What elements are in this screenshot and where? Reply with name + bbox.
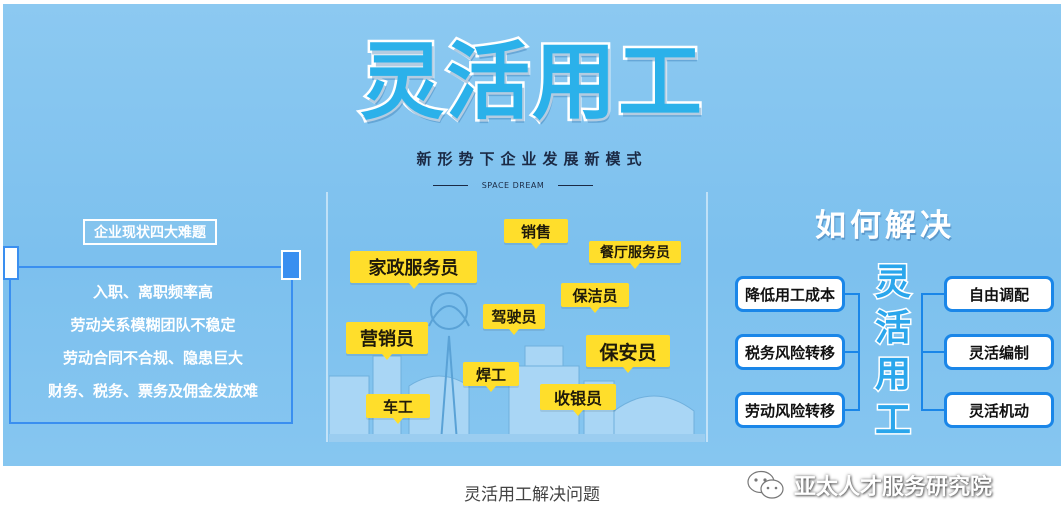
subtitle: 新形势下企业发展新模式	[416, 150, 648, 168]
center-title-char: 用	[873, 353, 912, 397]
job-tag-security: 保安员	[586, 335, 670, 373]
connector	[845, 351, 859, 353]
job-tag-lathe: 车工	[366, 394, 430, 424]
left-panel-corner-left	[3, 246, 19, 280]
problem-item: 劳动关系模糊团队不稳定	[70, 316, 236, 334]
problem-item: 劳动合同不合规、隐患巨大	[62, 349, 243, 367]
center-title-char: 工	[873, 399, 912, 443]
benefit-item-right: 灵活机动	[944, 392, 1054, 428]
wechat-icon	[747, 470, 784, 499]
benefit-item-right: 灵活编制	[944, 334, 1054, 370]
left-panel-frame	[9, 254, 293, 424]
divider-left	[326, 192, 328, 442]
job-tag-cashier: 收银员	[540, 384, 616, 416]
problem-list: 入职、离职频率高 劳动关系模糊团队不稳定 劳动合同不合规、隐患巨大 财务、税务、…	[25, 276, 281, 408]
left-panel-tag: 企业现状四大难题	[83, 219, 217, 245]
tagline-right-line	[558, 184, 593, 186]
problem-item: 入职、离职频率高	[92, 283, 213, 301]
benefit-item-right: 自由调配	[944, 276, 1054, 312]
banner-image: 灵活用工 新形势下企业发展新模式 SPACE DREAM 企业现状四大难题 入职…	[3, 4, 1061, 466]
connector	[921, 351, 945, 353]
left-panel-corner-right	[281, 250, 301, 280]
center-vertical-title: 灵 活 用 工	[868, 260, 918, 444]
how-to-solve-heading: 如何解决	[815, 208, 955, 244]
connector	[845, 409, 859, 411]
main-title: 灵活用工	[357, 33, 704, 131]
divider-right	[706, 192, 708, 442]
job-tag-driver: 驾驶员	[483, 304, 545, 335]
city-illustration	[329, 292, 705, 442]
left-panel-line	[3, 266, 293, 268]
connector	[921, 409, 945, 411]
watermark: 亚太人才服务研究院	[746, 466, 992, 504]
connector	[845, 293, 859, 295]
job-tag-marketer: 营销员	[346, 322, 428, 360]
connector	[921, 293, 945, 295]
job-tag-sales: 销售	[504, 219, 568, 249]
center-title-char: 灵	[873, 261, 912, 305]
benefit-item-left: 劳动风险转移	[735, 392, 845, 428]
tagline: SPACE DREAM	[481, 180, 545, 190]
center-title-char: 活	[873, 307, 912, 351]
tagline-left-line	[433, 184, 468, 186]
job-tag-cleaner: 保洁员	[561, 283, 629, 313]
image-caption: 灵活用工解决问题	[464, 485, 600, 505]
connector	[858, 293, 860, 411]
benefit-item-left: 降低用工成本	[735, 276, 845, 312]
job-tag-restaurant: 餐厅服务员	[589, 241, 681, 269]
problem-item: 财务、税务、票务及佣金发放难	[47, 382, 258, 400]
watermark-text: 亚太人才服务研究院	[794, 475, 993, 500]
job-tag-welder: 焊工	[463, 362, 519, 392]
benefit-item-left: 税务风险转移	[735, 334, 845, 370]
tagline-row: SPACE DREAM	[433, 178, 593, 192]
job-tag-housekeeping: 家政服务员	[350, 251, 477, 289]
